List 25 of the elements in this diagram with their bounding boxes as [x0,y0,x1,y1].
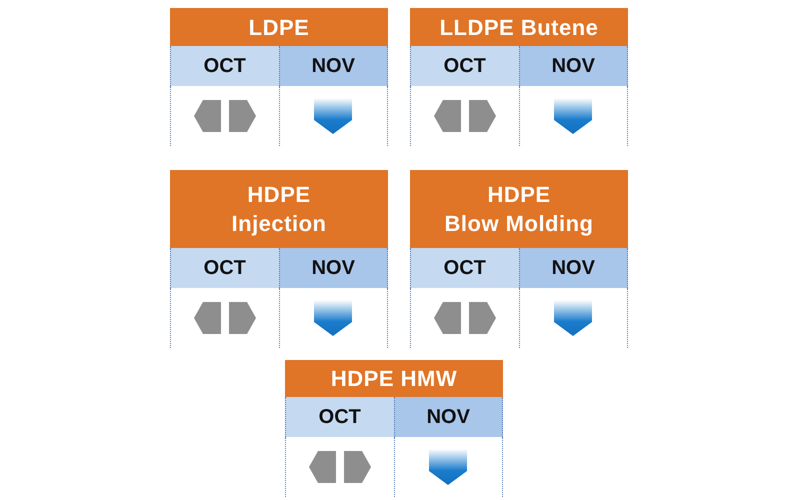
sideways-arrows-icon [434,99,496,133]
month-header: NOV [394,397,503,437]
table-heading: LLDPE Butene [410,8,628,46]
sideways-arrows-icon [308,450,371,484]
down-arrow-icon [554,300,592,336]
month-header: NOV [518,248,628,288]
table-heading: HDPE Injection [170,170,388,248]
down-arrow-icon [429,449,468,485]
month-header: OCT [285,397,394,437]
month-header: OCT [170,248,278,288]
table-heading: LDPE [170,8,388,46]
sideways-arrows-icon [194,301,256,335]
down-arrow-icon [314,300,352,336]
down-arrow-icon [314,98,352,134]
month-header: NOV [278,46,388,86]
sideways-arrows-icon [194,99,256,133]
sideways-arrows-icon [434,301,496,335]
table-heading: HDPE Blow Molding [410,170,628,248]
month-header: OCT [170,46,278,86]
table-heading: HDPE HMW [285,360,503,397]
month-header: NOV [518,46,628,86]
month-header: OCT [410,46,518,86]
month-header: NOV [278,248,388,288]
month-header: OCT [410,248,518,288]
down-arrow-icon [554,98,592,134]
